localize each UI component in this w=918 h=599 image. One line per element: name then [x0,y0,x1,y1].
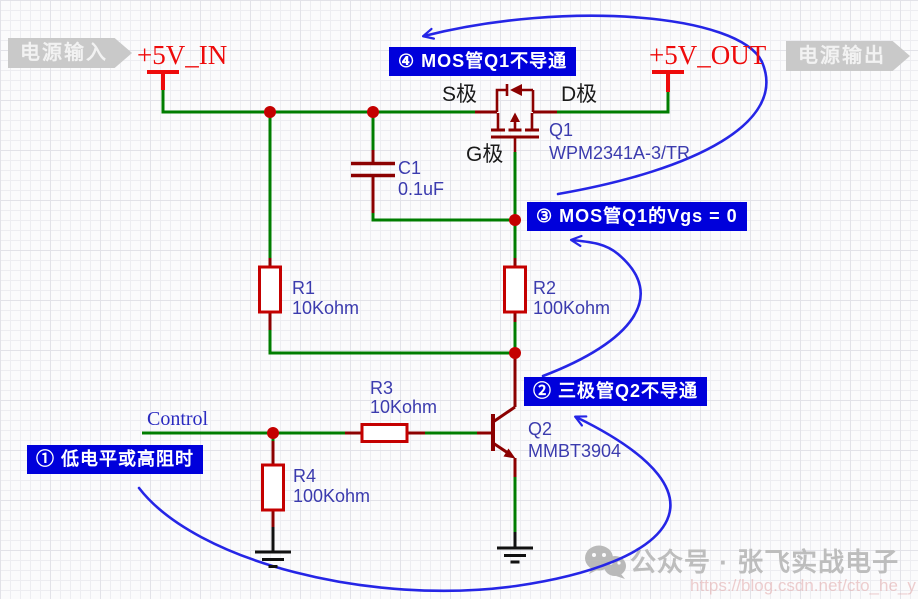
vout-power-bar [652,70,684,92]
vin-power-bar [147,70,179,90]
r4-designator: R4 [293,466,317,486]
r3-body [360,423,409,443]
ground-symbols [255,527,533,568]
q1-pin-s-label: S极 [442,83,478,106]
wechat-icon [585,545,626,579]
r4-value: 100Kohm [293,486,371,506]
q2-part: MMBT3904 [528,441,622,461]
r1-body [258,265,282,314]
wires [142,90,670,532]
junction-dots [264,106,521,439]
annotation-step2: ② 三极管Q2不导通 [524,377,708,406]
ground-r4 [255,527,291,568]
q1-pin-d-label: D极 [561,83,598,106]
c1-value: 0.1uF [398,179,445,199]
q1-mosfet-symbol [491,84,539,152]
r4-body [261,463,285,512]
r2-value: 100Kohm [533,298,611,318]
arrow-to-step4 [421,14,768,196]
power-output-tag: 电源输出 [786,41,910,71]
r1-designator: R1 [292,278,316,298]
net-label-control: Control [147,408,209,430]
q1-designator: Q1 [549,120,574,140]
power-bar-symbols [147,70,684,92]
power-input-tag: 电源输入 [8,38,132,68]
annotation-step1: ① 低电平或高阻时 [27,445,204,474]
q1-part: WPM2341A-3/TR [549,143,691,163]
q1-pin-g-label: G极 [466,143,504,166]
r1-value: 10Kohm [292,298,360,318]
net-label-vin: +5V_IN [137,40,228,70]
r3-value: 10Kohm [370,397,438,417]
annotation-arrows [137,14,768,593]
resistor-bodies [258,265,527,512]
arrow-to-step3 [541,234,642,378]
c1-capacitor-symbol [351,161,395,178]
r2-designator: R2 [533,278,557,298]
watermark-url: https://blog.csdn.net/cto_he_y [690,576,916,595]
annotation-step4: ④ MOS管Q1不导通 [389,47,577,76]
q2-transistor-symbol [491,405,516,459]
r2-body [503,265,527,314]
r3-designator: R3 [370,378,394,398]
arrow-to-step2 [137,415,672,593]
c1-designator: C1 [398,158,422,178]
watermark-brand: 公众号 · 张飞实战电子 [630,547,900,577]
ground-q2 [497,532,533,564]
annotation-step3: ③ MOS管Q1的Vgs = 0 [527,202,747,231]
q2-designator: Q2 [528,419,553,439]
net-label-vout: +5V_OUT [649,40,767,70]
